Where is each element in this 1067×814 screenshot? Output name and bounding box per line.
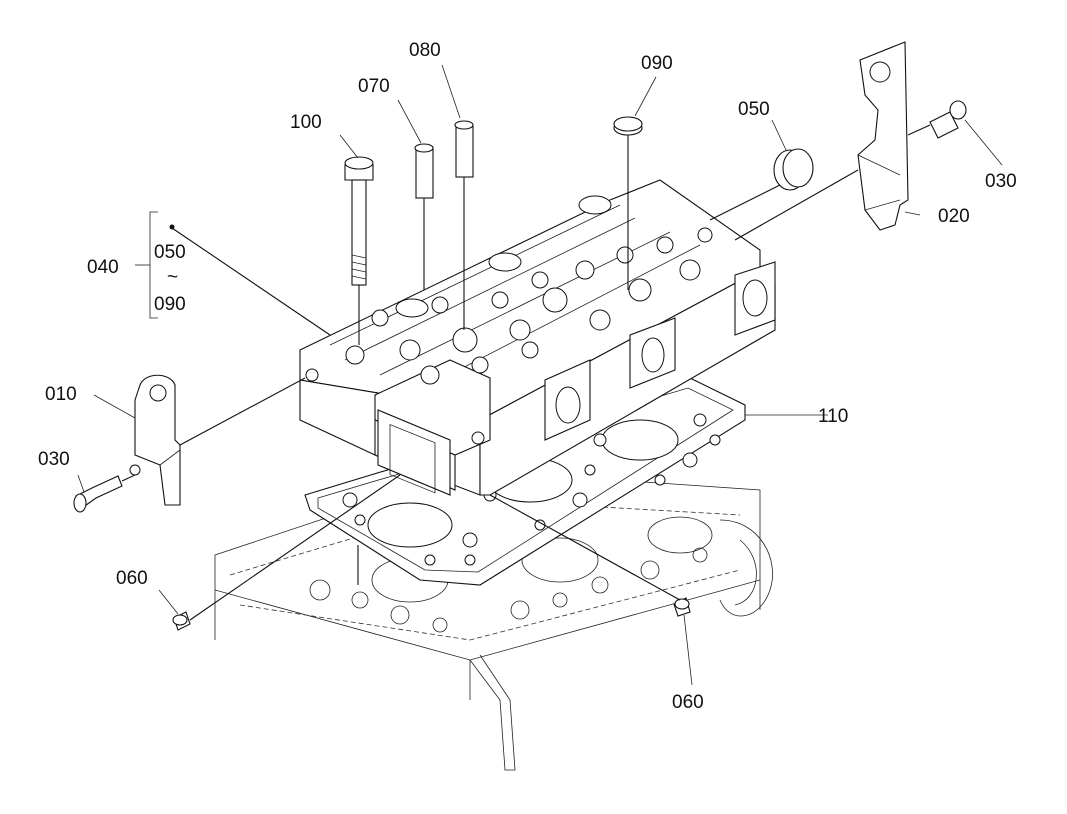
callout-040: 040	[87, 257, 119, 278]
cylinder-head	[299, 179, 776, 496]
callout-110: 110	[818, 406, 848, 427]
engine-block-background	[214, 469, 773, 771]
callout-030-left: 030	[38, 449, 70, 470]
seal-ring-090	[613, 116, 643, 136]
callout-080: 080	[409, 40, 441, 61]
callout-060-left: 060	[116, 568, 148, 589]
callout-100: 100	[290, 112, 322, 133]
callout-labels: 100 070 080 090 050 030 020 040 050 ~ 09…	[38, 40, 1017, 713]
callout-060-right: 060	[672, 692, 704, 713]
callout-030-right: 030	[985, 171, 1017, 192]
plug-050	[773, 148, 814, 191]
callout-010: 010	[45, 384, 77, 405]
lifting-bracket-020	[857, 41, 909, 231]
bolt-030-right	[929, 100, 967, 139]
bolt-030-left	[73, 475, 123, 513]
lifting-bracket-010	[129, 374, 181, 506]
dowel-pin-060-left	[172, 611, 191, 631]
callout-050: 050	[738, 99, 770, 120]
group-range-symbol: ~	[167, 267, 178, 288]
callout-090: 090	[641, 53, 673, 74]
group-range-end: 090	[154, 294, 186, 315]
valve-guide-080	[454, 120, 474, 178]
dowel-pin-060-right	[673, 597, 691, 617]
callout-020: 020	[938, 206, 970, 227]
valve-guide-070	[414, 143, 434, 199]
group-range-start: 050	[154, 242, 186, 263]
leader-lines	[77, 64, 1003, 686]
head-bolt-100	[344, 156, 374, 286]
assembly-lines	[121, 124, 931, 621]
callout-070: 070	[358, 76, 390, 97]
